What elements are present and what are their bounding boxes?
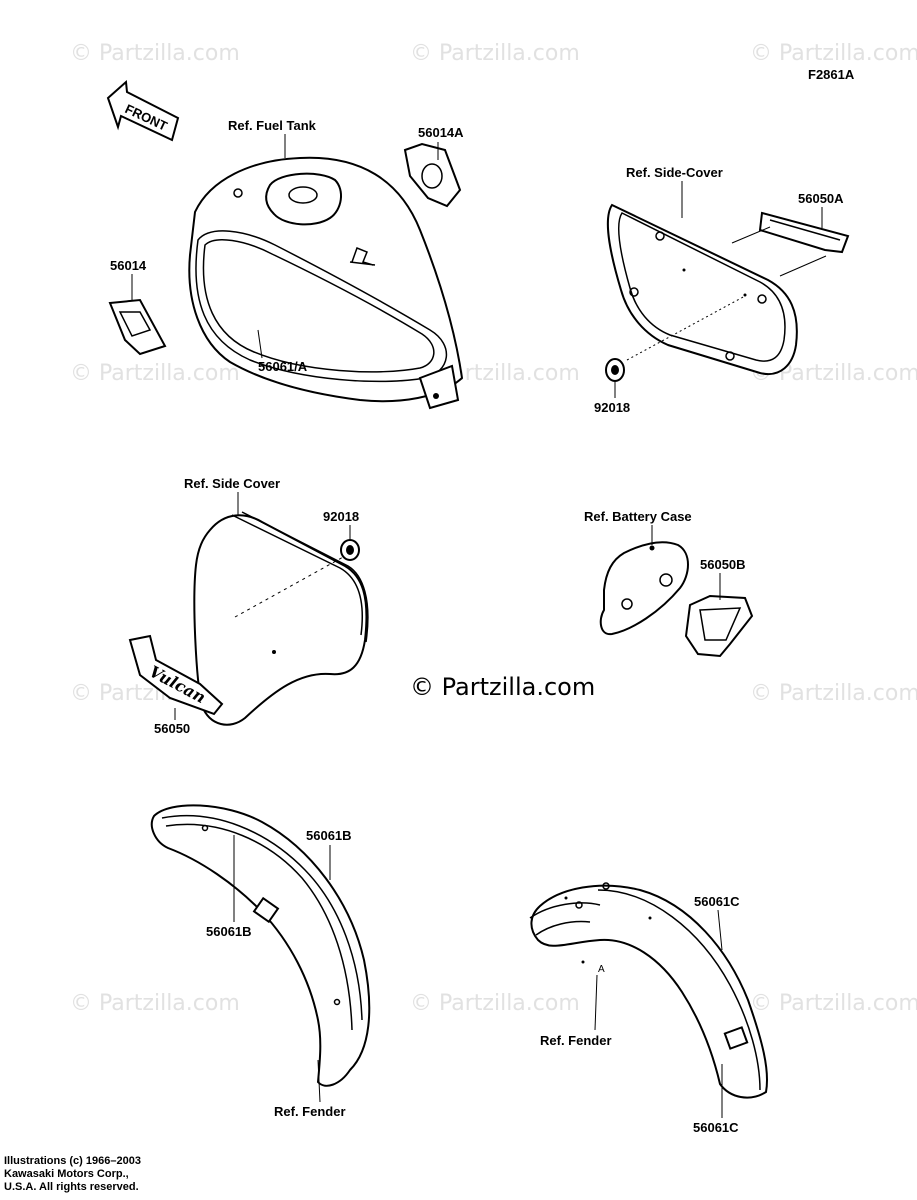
watermark: © Partzilla.com — [70, 361, 240, 386]
label-56050B: 56050B — [700, 557, 746, 572]
watermark: © Partzilla.com — [410, 991, 580, 1016]
label-56061B-left: 56061B — [206, 924, 252, 939]
label-56061B-right: 56061B — [306, 828, 352, 843]
watermark: © Partzilla.com — [750, 681, 917, 706]
label-56061A: 56061/A — [258, 359, 308, 374]
label-56050A: 56050A — [798, 191, 844, 206]
side-cover-mid — [193, 511, 369, 726]
side-cover-top — [606, 203, 798, 376]
copyright-notice: Illustrations (c) 1966–2003 Kawasaki Mot… — [4, 1155, 141, 1194]
label-56061C-bottom: 56061C — [693, 1120, 739, 1135]
copyright-line-3: U.S.A. All rights reserved. — [4, 1181, 139, 1193]
rear-fender: A — [529, 882, 769, 1099]
emblem-56050B — [684, 594, 754, 658]
label-ref-fuel-tank: Ref. Fuel Tank — [228, 118, 317, 133]
grommet-92018-top — [605, 358, 625, 382]
watermark: © Partzilla.com — [70, 41, 240, 66]
copyright-line-2: Kawasaki Motors Corp., — [4, 1168, 129, 1180]
label-ref-side-cover-top: Ref. Side-Cover — [626, 165, 723, 180]
label-92018-top: 92018 — [594, 400, 630, 415]
svg-text:A: A — [598, 964, 605, 975]
figure-code: F2861A — [808, 67, 855, 82]
decal-56050A — [758, 211, 850, 254]
label-ref-fender-right: Ref. Fender — [540, 1033, 612, 1048]
label-ref-battery-case: Ref. Battery Case — [584, 509, 692, 524]
watermark: © Partzilla.com — [750, 41, 917, 66]
front-arrow-icon: FRONT — [106, 79, 180, 142]
label-56050: 56050 — [154, 721, 190, 736]
emblem-56014 — [108, 298, 167, 356]
battery-case — [599, 541, 689, 636]
watermark: © Partzilla.com — [750, 991, 917, 1016]
label-56014A: 56014A — [418, 125, 464, 140]
label-92018-mid: 92018 — [323, 509, 359, 524]
fuel-tank — [188, 156, 464, 410]
grommet-92018-mid — [340, 539, 360, 561]
copyright-line-1: Illustrations (c) 1966–2003 — [4, 1155, 141, 1167]
label-ref-side-cover-mid: Ref. Side Cover — [184, 476, 280, 491]
label-ref-fender-left: Ref. Fender — [274, 1104, 346, 1119]
emblem-56014A — [403, 142, 462, 208]
label-56061C-top: 56061C — [694, 894, 740, 909]
front-fender — [150, 804, 371, 1087]
watermarks: © Partzilla.com © Partzilla.com © Partzi… — [70, 41, 917, 1016]
center-watermark: © Partzilla.com — [410, 673, 595, 701]
label-56014: 56014 — [110, 258, 147, 273]
watermark: © Partzilla.com — [410, 41, 580, 66]
watermark: © Partzilla.com — [70, 991, 240, 1016]
